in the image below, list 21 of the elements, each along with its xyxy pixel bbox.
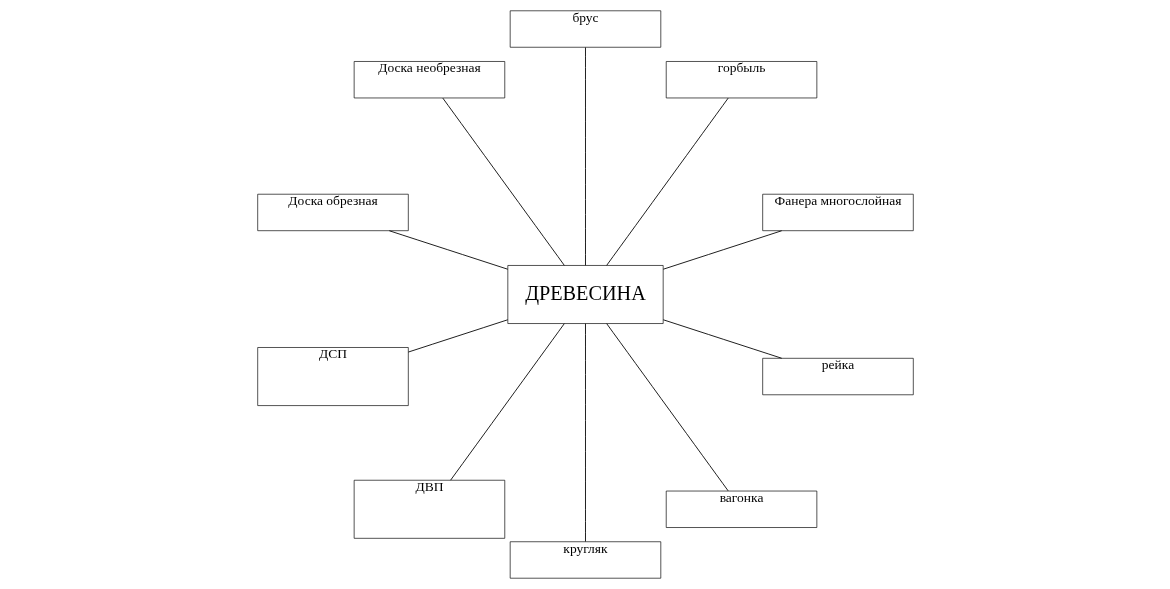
connector (662, 230, 782, 270)
connector (407, 319, 508, 353)
node-box: брус (509, 10, 661, 48)
connector (662, 319, 782, 359)
connector (584, 323, 586, 542)
node-box: рейка (761, 357, 914, 396)
connector (605, 323, 729, 492)
node-box: Доска необрезная (353, 61, 505, 99)
node-box: кругляк (509, 541, 661, 579)
node-box: ДСП (256, 347, 409, 406)
connector (388, 230, 508, 270)
node-box: Доска обрезная (256, 193, 409, 232)
node-box: ДВП (353, 479, 505, 539)
connector (441, 97, 565, 266)
connector (449, 323, 565, 481)
connector (605, 97, 729, 266)
node-box: вагонка (665, 490, 817, 528)
node-box: Фанера многослойная (761, 193, 914, 232)
node-box: горбыль (665, 61, 817, 99)
connector (584, 47, 586, 266)
node-box: ДРЕВЕСИНА (507, 265, 663, 324)
